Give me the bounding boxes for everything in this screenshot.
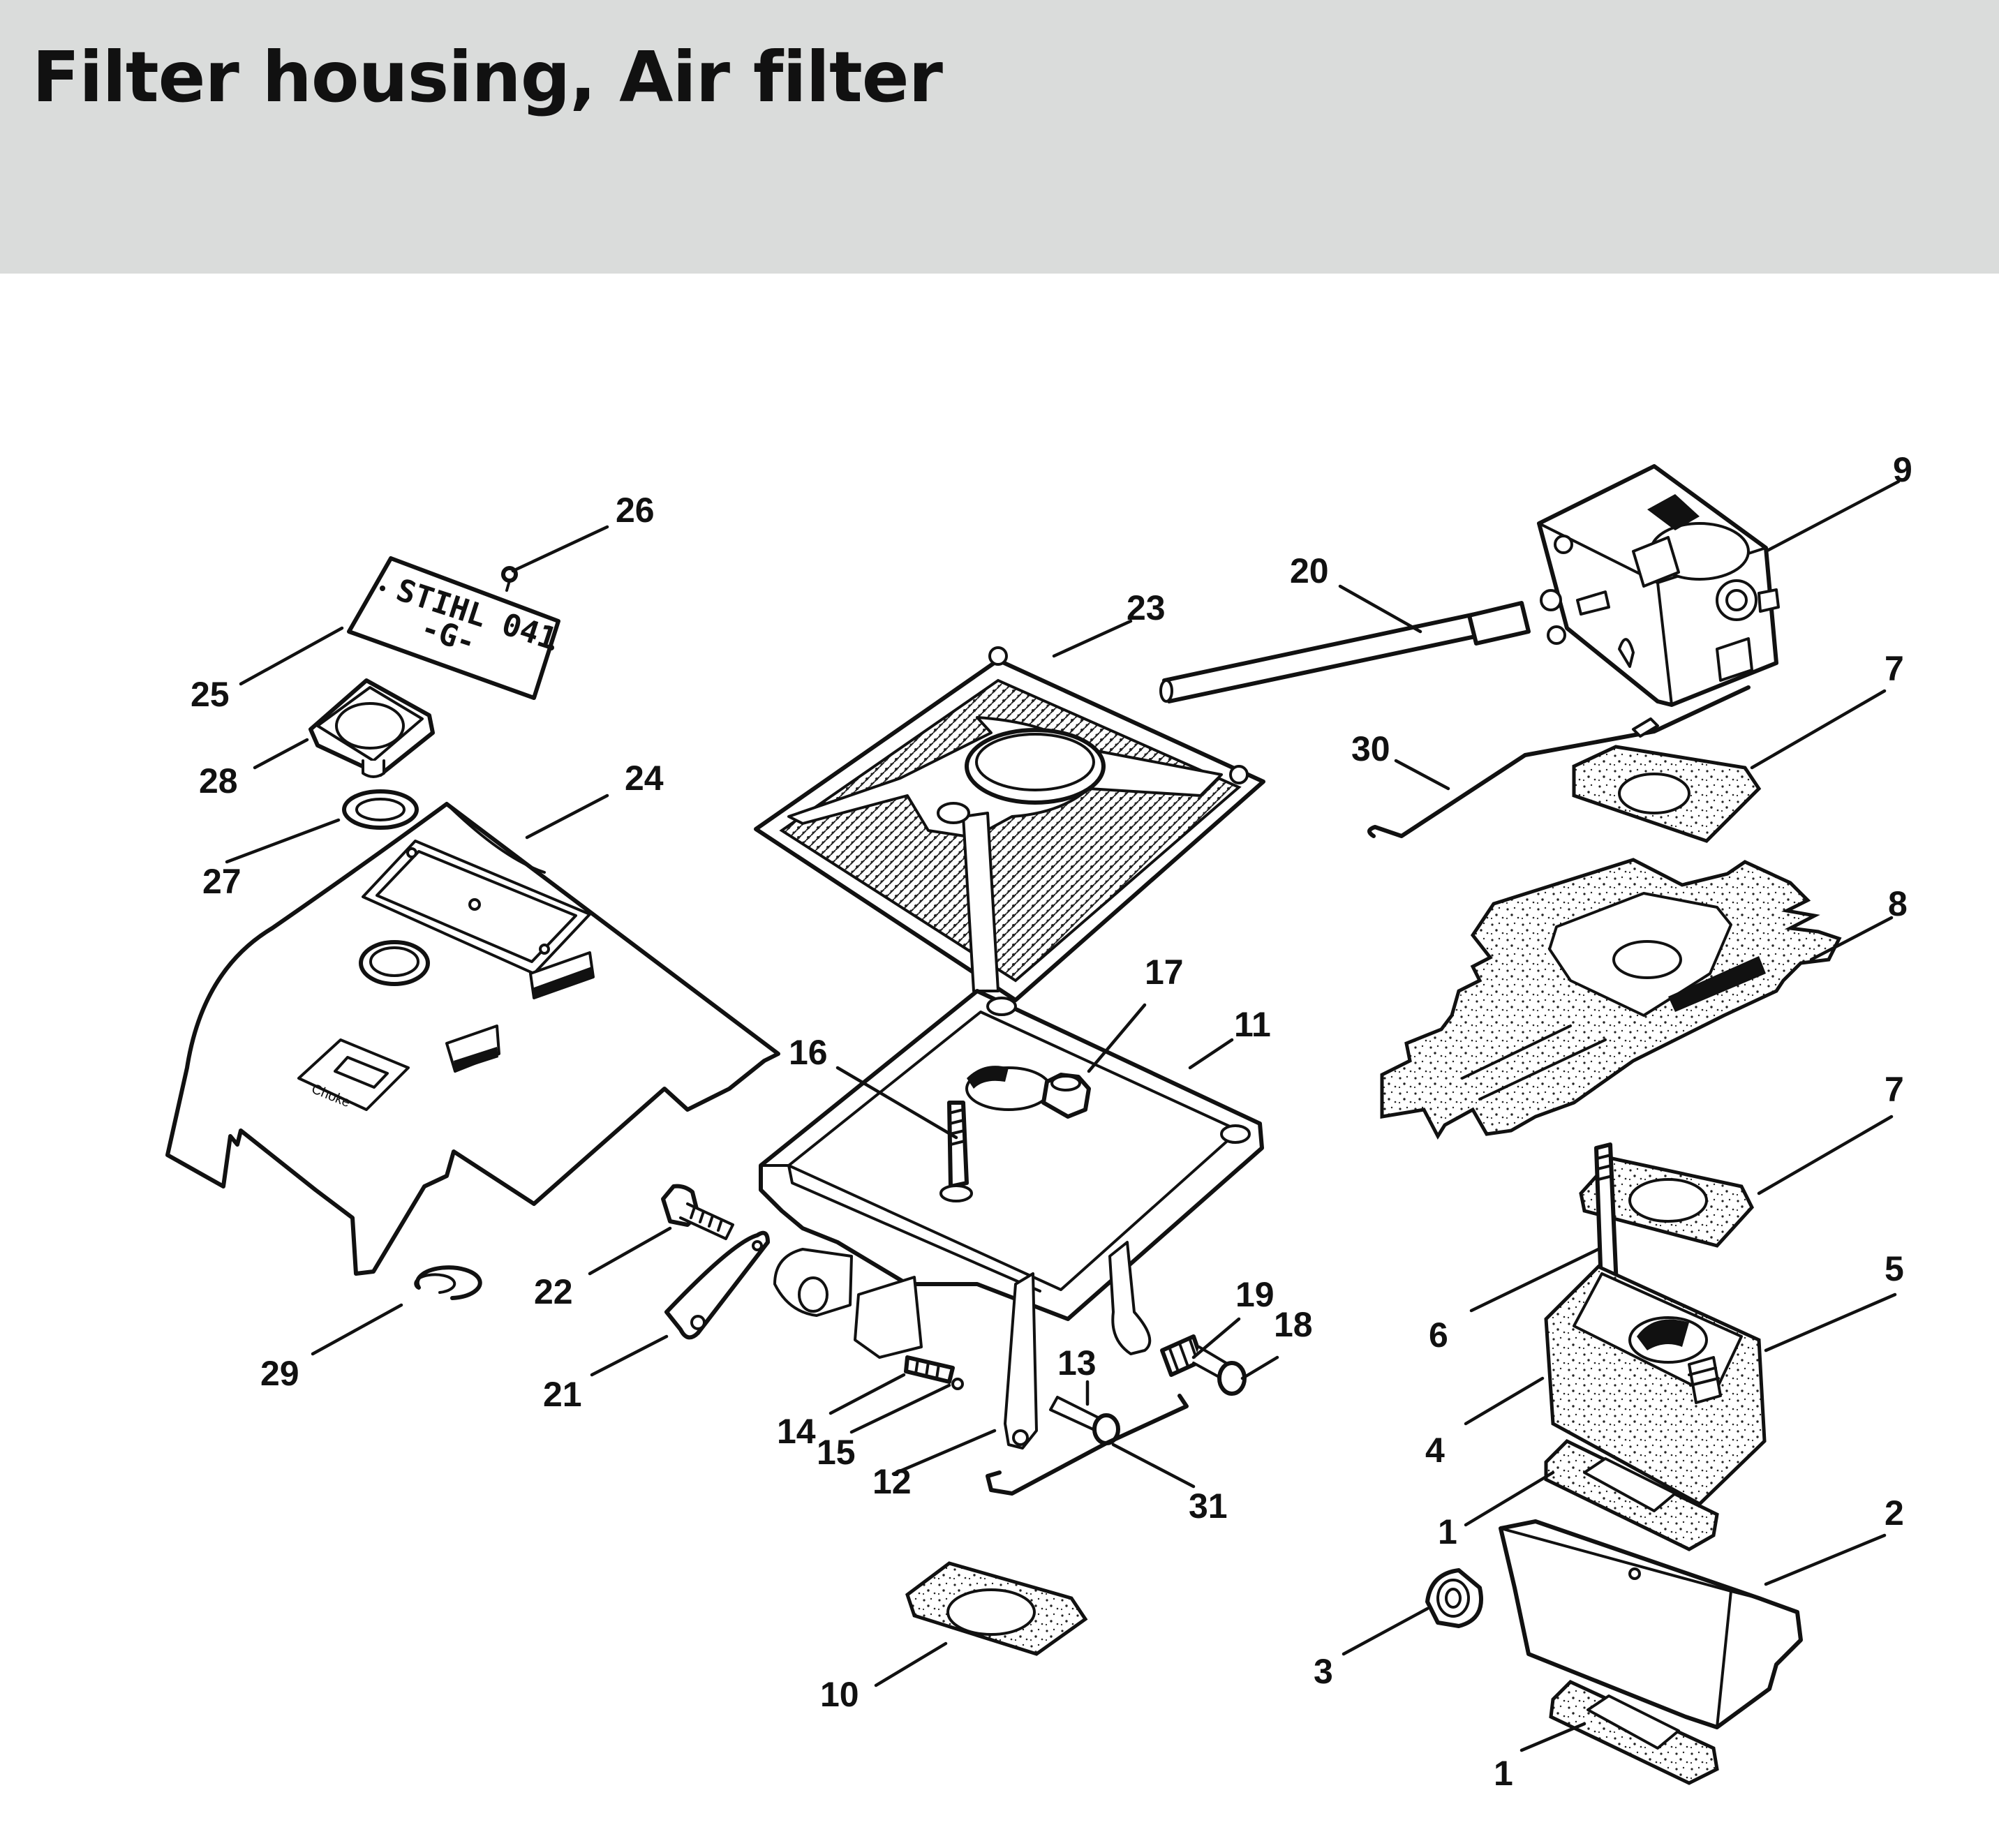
part-15-ball	[951, 1378, 964, 1390]
callout-6: 6	[1429, 1316, 1448, 1355]
part-25-model-plate: STIHL 041 -G-	[347, 556, 561, 700]
part-8-base-plate	[1380, 858, 1842, 1140]
callout-4: 4	[1425, 1431, 1445, 1470]
part-9-carburetor	[1537, 464, 1780, 707]
part-3-bushing	[1425, 1568, 1483, 1628]
part-23-air-filter	[754, 646, 1265, 1002]
callout-19: 19	[1235, 1275, 1275, 1314]
leader-lines	[225, 479, 1901, 1752]
part-11-filter-housing	[759, 989, 1264, 1450]
callout-24: 24	[625, 759, 664, 798]
callout-20: 20	[1290, 551, 1329, 590]
part-7-gasket-upper	[1572, 745, 1762, 843]
title-banner: Filter housing, Air filter	[0, 0, 1999, 274]
part-24-shroud: Choke	[165, 802, 780, 1276]
callout-18: 18	[1274, 1305, 1313, 1344]
callout-28: 28	[199, 761, 238, 800]
part-17-nut	[1041, 1073, 1091, 1119]
callout-30: 30	[1351, 729, 1390, 768]
part-7-gasket-lower	[1579, 1156, 1755, 1248]
callout-9: 9	[1893, 450, 1912, 489]
callout-numbers: 26 25 28 27 24 29 22 21 23 20 9 7 30 8 1…	[191, 450, 1912, 1793]
part-14-pin	[904, 1355, 955, 1384]
page-title: Filter housing, Air filter	[32, 36, 943, 118]
callout-7-lower: 7	[1885, 1070, 1904, 1109]
callout-31: 31	[1189, 1486, 1228, 1526]
part-18-screw	[1192, 1346, 1247, 1396]
callout-16: 16	[789, 1033, 828, 1072]
callout-1-lower: 1	[1494, 1754, 1513, 1793]
part-2-deflector	[1499, 1519, 1803, 1729]
callout-17: 17	[1145, 953, 1184, 992]
callout-7-upper: 7	[1885, 649, 1904, 688]
part-27-washer	[342, 789, 419, 830]
part-13-screw	[1049, 1396, 1120, 1445]
callout-14: 14	[777, 1412, 816, 1451]
exploded-parts-diagram: STIHL 041 -G- Choke	[0, 274, 1999, 1848]
part-10-gasket	[905, 1561, 1088, 1656]
part-28-knob	[309, 678, 435, 778]
callout-13: 13	[1057, 1343, 1097, 1383]
part-30-choke-rod	[1367, 685, 1751, 838]
part-1-gasket-lower	[1549, 1679, 1719, 1785]
callout-2: 2	[1885, 1493, 1904, 1533]
callout-21: 21	[543, 1375, 582, 1414]
part-29-clip-ring	[414, 1265, 482, 1300]
callout-27: 27	[202, 862, 241, 901]
part-20-tube	[1159, 601, 1531, 703]
callout-22: 22	[534, 1272, 573, 1311]
part-31-throttle-rod	[986, 1394, 1189, 1496]
callout-8: 8	[1888, 884, 1908, 923]
callout-25: 25	[191, 675, 230, 714]
callout-15: 15	[817, 1433, 856, 1472]
part-22-screw	[661, 1184, 734, 1240]
part-16-stud	[939, 1101, 973, 1202]
callout-3: 3	[1314, 1652, 1333, 1691]
callout-29: 29	[260, 1354, 299, 1393]
callout-1-upper: 1	[1438, 1512, 1457, 1551]
callout-10: 10	[820, 1675, 859, 1714]
callout-5: 5	[1885, 1249, 1904, 1288]
callout-26: 26	[616, 491, 655, 530]
part-1-gasket-upper	[1544, 1438, 1719, 1551]
part-21-link-plate	[664, 1230, 770, 1340]
part-5-fitting	[1688, 1356, 1722, 1404]
callout-11: 11	[1234, 1005, 1271, 1044]
callout-12: 12	[872, 1462, 912, 1501]
callout-23: 23	[1127, 588, 1166, 627]
